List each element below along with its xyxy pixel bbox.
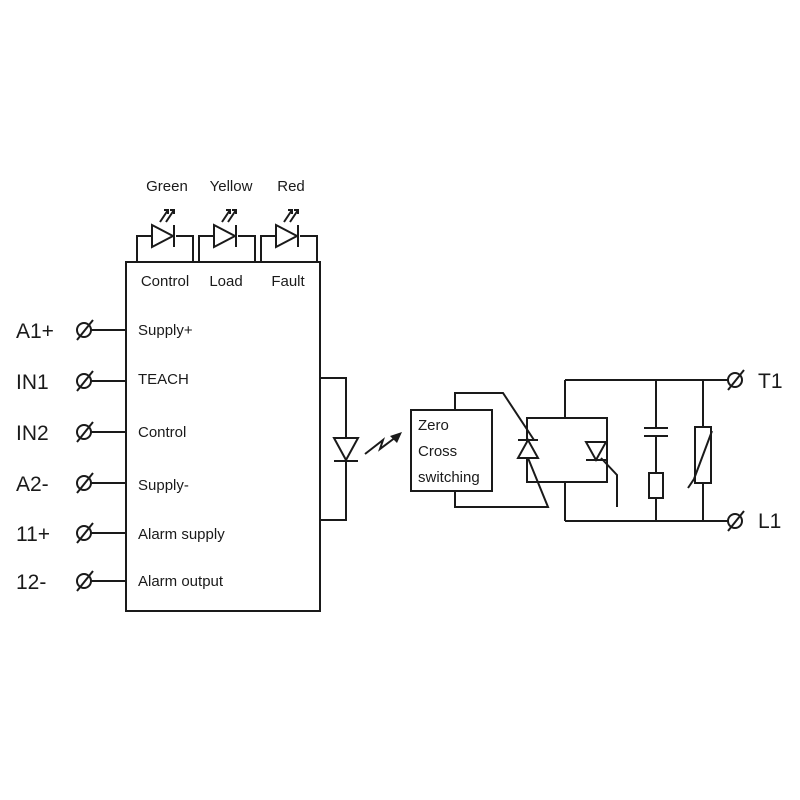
screw-terminal-icon [727, 513, 743, 529]
terminal-label: 12- [16, 571, 46, 594]
led-red-indicator: Red Fault [260, 178, 318, 290]
zero-cross-label-line3: switching [418, 469, 480, 486]
signal-label: TEACH [138, 371, 189, 388]
led-color-label: Yellow [210, 178, 253, 195]
terminal-label: L1 [758, 510, 781, 533]
signal-label: Control [138, 424, 186, 441]
light-emission-icon [221, 209, 237, 223]
arrowhead-icon [390, 432, 402, 443]
signal-label: Supply+ [138, 322, 193, 339]
zero-cross-switching-block: Zero Cross switching [410, 409, 493, 492]
led-function-label: Control [141, 273, 189, 290]
signal-label: Alarm supply [138, 526, 225, 543]
terminal-in1: IN1 TEACH [16, 370, 189, 394]
terminal-label: 11+ [16, 523, 50, 546]
led-function-label: Fault [271, 273, 305, 290]
light-emission-icon [283, 209, 299, 223]
optical-signal-icon [364, 436, 397, 455]
terminal-t1: T1 [727, 369, 783, 393]
terminal-label: A2- [16, 473, 49, 496]
signal-label: Supply- [138, 477, 189, 494]
led-green-indicator: Green Control [136, 178, 194, 290]
terminal-in2: IN2 Control [16, 421, 186, 445]
terminal-a1: A1+ Supply+ [16, 319, 193, 343]
rc-snubber [644, 380, 668, 521]
terminal-label: T1 [758, 370, 783, 393]
terminal-11: 11+ Alarm supply [16, 522, 225, 546]
zero-cross-label-line1: Zero [418, 417, 449, 434]
terminal-label: A1+ [16, 320, 54, 343]
resistor [648, 472, 664, 499]
led-function-label: Load [209, 273, 242, 290]
light-emission-icon [159, 209, 175, 223]
signal-label: Alarm output [138, 573, 224, 590]
terminal-12: 12- Alarm output [16, 570, 224, 594]
terminal-l1: L1 [727, 510, 781, 533]
output-bus [565, 379, 729, 522]
led-color-label: Red [277, 178, 305, 195]
thyristor-pair [454, 380, 618, 521]
screw-terminal-icon [727, 372, 743, 388]
terminal-label: IN2 [16, 422, 49, 445]
zero-cross-label-line2: Cross [418, 443, 457, 460]
terminal-label: IN1 [16, 371, 49, 394]
led-color-label: Green [146, 178, 188, 195]
led-yellow-indicator: Yellow Load [198, 178, 256, 290]
varistor [687, 380, 713, 521]
optocoupler-led [320, 377, 402, 521]
control-module-box [125, 261, 321, 612]
terminal-a2: A2- Supply- [16, 472, 189, 496]
